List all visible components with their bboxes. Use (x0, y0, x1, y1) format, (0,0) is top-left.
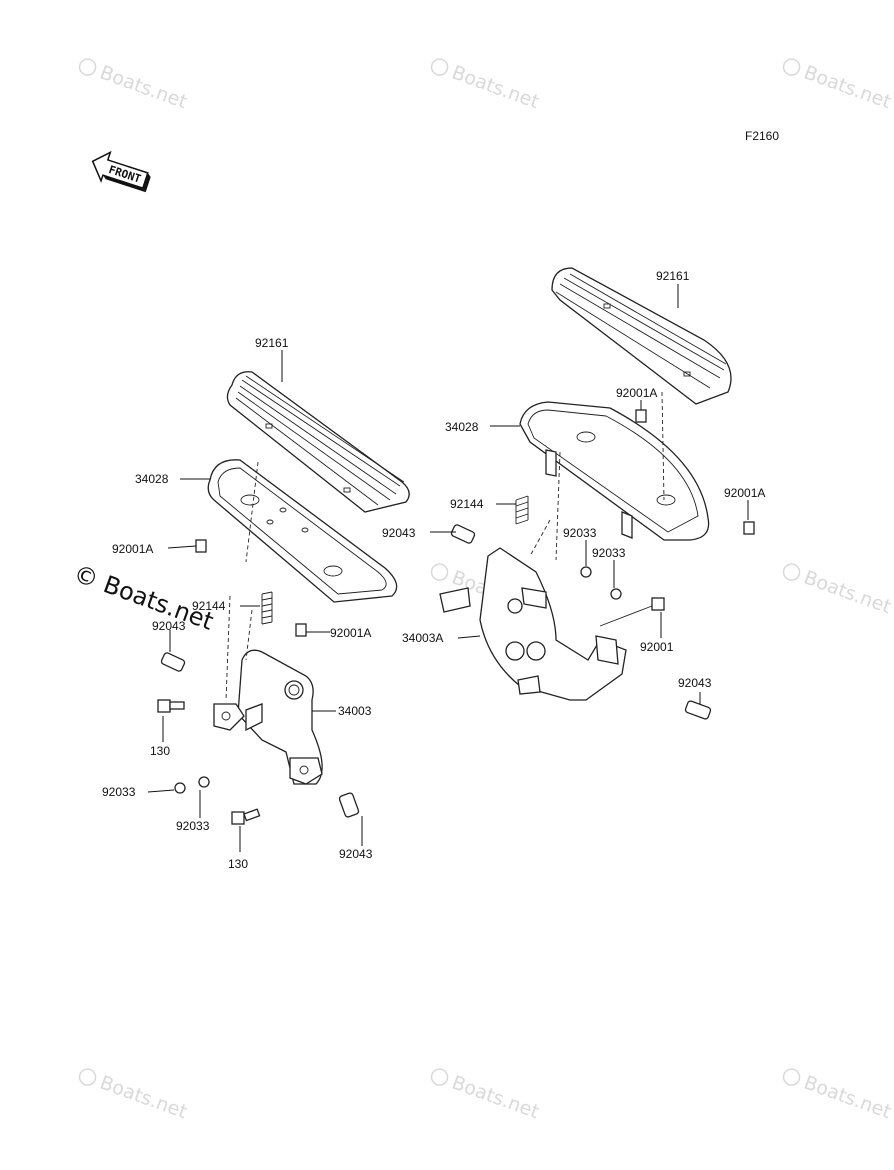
bolt-92001 (599, 597, 665, 627)
label-92144-right: 92144 (450, 497, 484, 511)
label-92161-left: 92161 (255, 336, 289, 350)
bracket-left (213, 649, 323, 785)
washer-92033-left-a (174, 782, 186, 794)
label-92161-right: 92161 (656, 269, 690, 283)
svg-text:Boats.net: Boats.net (801, 1072, 894, 1124)
watermark: Boats.net (782, 58, 894, 114)
label-92001A-right-b: 92001A (724, 486, 765, 500)
svg-text:Boats.net: Boats.net (449, 62, 542, 114)
label-92033-right-a: 92033 (563, 526, 597, 540)
label-92033-left-a: 92033 (102, 785, 136, 799)
label-34028-left: 34028 (135, 472, 169, 486)
svg-text:Boats.net: Boats.net (801, 567, 894, 619)
left-footboard-assembly (147, 350, 410, 852)
label-92033-right-b: 92033 (592, 546, 626, 560)
watermark: Boats.net (78, 1068, 190, 1124)
svg-text:Boats.net: Boats.net (801, 62, 894, 114)
label-92043-right-bottom: 92043 (678, 676, 712, 690)
label-92043-right-top: 92043 (382, 526, 416, 540)
watermark: Boats.net (782, 1068, 894, 1124)
footboard-pad-left (226, 371, 410, 513)
pin-92043-right-bottom (684, 700, 712, 720)
label-92043-left-bottom: 92043 (339, 847, 373, 861)
washer-92033-right-a (580, 566, 592, 578)
label-92144-left: 92144 (192, 599, 226, 613)
label-92043-left-top: 92043 (152, 619, 186, 633)
svg-text:Boats.net: Boats.net (97, 62, 190, 114)
label-92001A-left-b: 92001A (330, 626, 371, 640)
bolt-130-b (231, 808, 261, 825)
pin-92043-left-bottom (338, 792, 360, 818)
right-footboard-assembly (430, 267, 755, 720)
label-92001A-left-a: 92001A (112, 542, 153, 556)
svg-text:Boats.net: Boats.net (97, 1072, 190, 1124)
pin-92043-right-top (450, 524, 476, 544)
label-130-b: 130 (228, 857, 248, 871)
watermark: Boats.net (782, 563, 894, 619)
label-34003: 34003 (338, 704, 372, 718)
watermark: Boats.net (78, 58, 190, 114)
part-labels: 92161 34028 92001A 92144 92043 92001A 34… (102, 269, 765, 871)
svg-text:Boats.net: Boats.net (449, 1072, 542, 1124)
footboard-right (519, 401, 710, 541)
front-arrow-icon: FRONT (91, 150, 151, 193)
footboard-left (207, 459, 398, 603)
label-34003A: 34003A (402, 631, 443, 645)
screw-92001A-right-b (743, 521, 755, 535)
watermark: Boats.net (430, 1068, 542, 1124)
figure-code: F2160 (745, 129, 779, 143)
screw-92001A-right-a (635, 409, 647, 423)
footboard-pad-right (551, 267, 732, 405)
pin-92043-left-top (160, 652, 186, 672)
spring-right (515, 495, 529, 525)
label-92001A-right-a: 92001A (616, 386, 657, 400)
screw-92001A-left-b (295, 623, 307, 637)
label-34028-right: 34028 (445, 420, 479, 434)
watermark-prominent: © Boats.net (70, 559, 217, 635)
watermark: Boats.net (430, 58, 542, 114)
label-130-a: 130 (150, 744, 170, 758)
label-92033-left-b: 92033 (176, 819, 210, 833)
bolt-130-a (157, 699, 185, 713)
washer-92033-left-b (198, 776, 210, 788)
washer-92033-right-b (610, 588, 622, 600)
screw-92001A-left-a (195, 539, 207, 553)
bracket-right (439, 547, 627, 701)
label-92001: 92001 (640, 640, 674, 654)
spring-left (261, 591, 273, 625)
